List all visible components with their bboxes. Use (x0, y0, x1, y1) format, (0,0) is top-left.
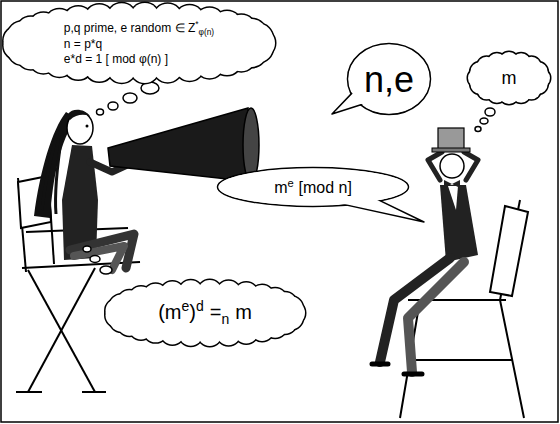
bubble-text: = (210, 301, 222, 323)
speech-bubble: me [mod n] (216, 166, 410, 208)
leg (74, 246, 124, 270)
bubble-text: e (287, 177, 293, 189)
leg (408, 262, 464, 372)
bubble-content: (me)d =nm (158, 298, 252, 328)
hair (68, 110, 90, 120)
text-line: m (502, 67, 517, 90)
bubble-text: n = p*q (64, 37, 102, 51)
thought-dots (83, 82, 495, 274)
cloud-fill (16, 16, 261, 69)
bowtie (444, 180, 452, 188)
bubble-text: m (274, 179, 287, 196)
chair-back (490, 206, 528, 296)
hair-strand (42, 130, 62, 214)
bubble-text: * (195, 19, 198, 29)
bubble-text: [mod n] (299, 179, 352, 196)
bubble-text: (m (158, 301, 181, 323)
thought-dot (97, 109, 104, 115)
bubble-text: p,q prime, e random ∈ Z (64, 21, 195, 35)
top-hat (438, 128, 464, 149)
bubble-text: n,e (364, 59, 414, 100)
thought-cloud: p,q prime, e random ∈ Z*φ(n)n = p*qe*d =… (3, 3, 275, 83)
cloud-fill (476, 60, 541, 95)
shirt (448, 186, 458, 210)
text-line: me [mod n] (274, 176, 352, 198)
bubble-text: e (181, 298, 189, 314)
text-line: (me)d =nm (158, 298, 252, 328)
bubble-text: n (221, 311, 229, 327)
cloud-shape (105, 280, 305, 346)
bubble-fill (219, 169, 408, 206)
chair-foot (16, 391, 106, 393)
cloud-shape (3, 3, 275, 83)
chair-leg (400, 300, 524, 418)
eye (86, 125, 89, 128)
text-line: n = p*q (64, 37, 214, 52)
bowtie (452, 180, 460, 188)
thought-dot (108, 102, 118, 110)
chair-leg (28, 268, 95, 392)
bubble-text: m (502, 68, 517, 88)
vest (440, 185, 478, 262)
bubble-content: me [mod n] (274, 176, 352, 198)
bubble-text: m (235, 301, 252, 323)
bubble-content: m (502, 67, 517, 90)
text-line: p,q prime, e random ∈ Z*φ(n) (64, 19, 214, 38)
bubble-text: ) (189, 301, 196, 323)
speech-bubble: n,e (346, 42, 432, 116)
thought-dot (123, 93, 137, 103)
man-figure (372, 128, 478, 374)
thought-dot (90, 256, 100, 263)
cloud-fill (116, 291, 294, 335)
arm (464, 152, 478, 180)
megaphone (108, 108, 254, 182)
head (440, 154, 464, 178)
thought-cloud: (me)d =nm (105, 280, 305, 346)
text-line: n,e (364, 57, 414, 102)
bubble-content: p,q prime, e random ∈ Z*φ(n)n = p*qe*d =… (64, 19, 214, 68)
thought-dot (100, 266, 112, 274)
thought-dot (475, 127, 481, 132)
bubble-content: n,e (364, 57, 414, 102)
bubble-text: φ(n) (198, 27, 214, 37)
bubble-text: e*d = 1 [ mod φ(n) ] (64, 52, 168, 66)
thought-dot (480, 118, 488, 124)
bubble-fill (349, 45, 430, 114)
thought-dot (83, 246, 91, 252)
hat-brim (432, 148, 470, 152)
shoe (372, 364, 422, 374)
text-line: e*d = 1 [ mod φ(n) ] (64, 52, 214, 67)
thought-dot (485, 108, 495, 116)
thought-cloud: m (468, 52, 550, 104)
bubble-text: d (196, 298, 204, 314)
